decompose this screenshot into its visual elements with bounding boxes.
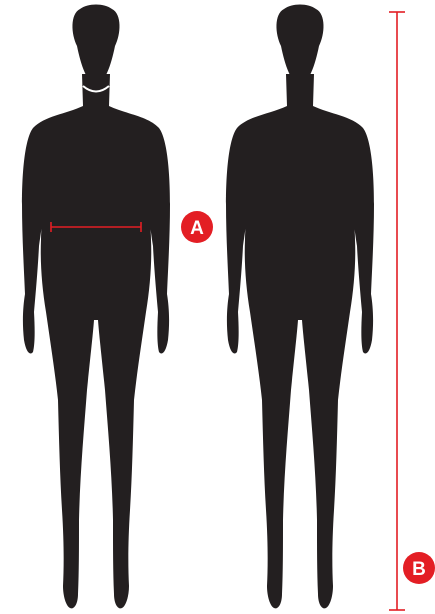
badge-a: A: [181, 211, 213, 243]
height-measure-line: [389, 12, 405, 610]
badge-b-label: B: [412, 559, 426, 580]
left-figure: [22, 5, 170, 609]
right-silhouette-icon: [226, 5, 374, 609]
left-silhouette-icon: [22, 5, 170, 609]
badge-b: B: [403, 552, 435, 584]
right-figure: [226, 5, 374, 609]
badge-a-label: A: [190, 218, 204, 239]
